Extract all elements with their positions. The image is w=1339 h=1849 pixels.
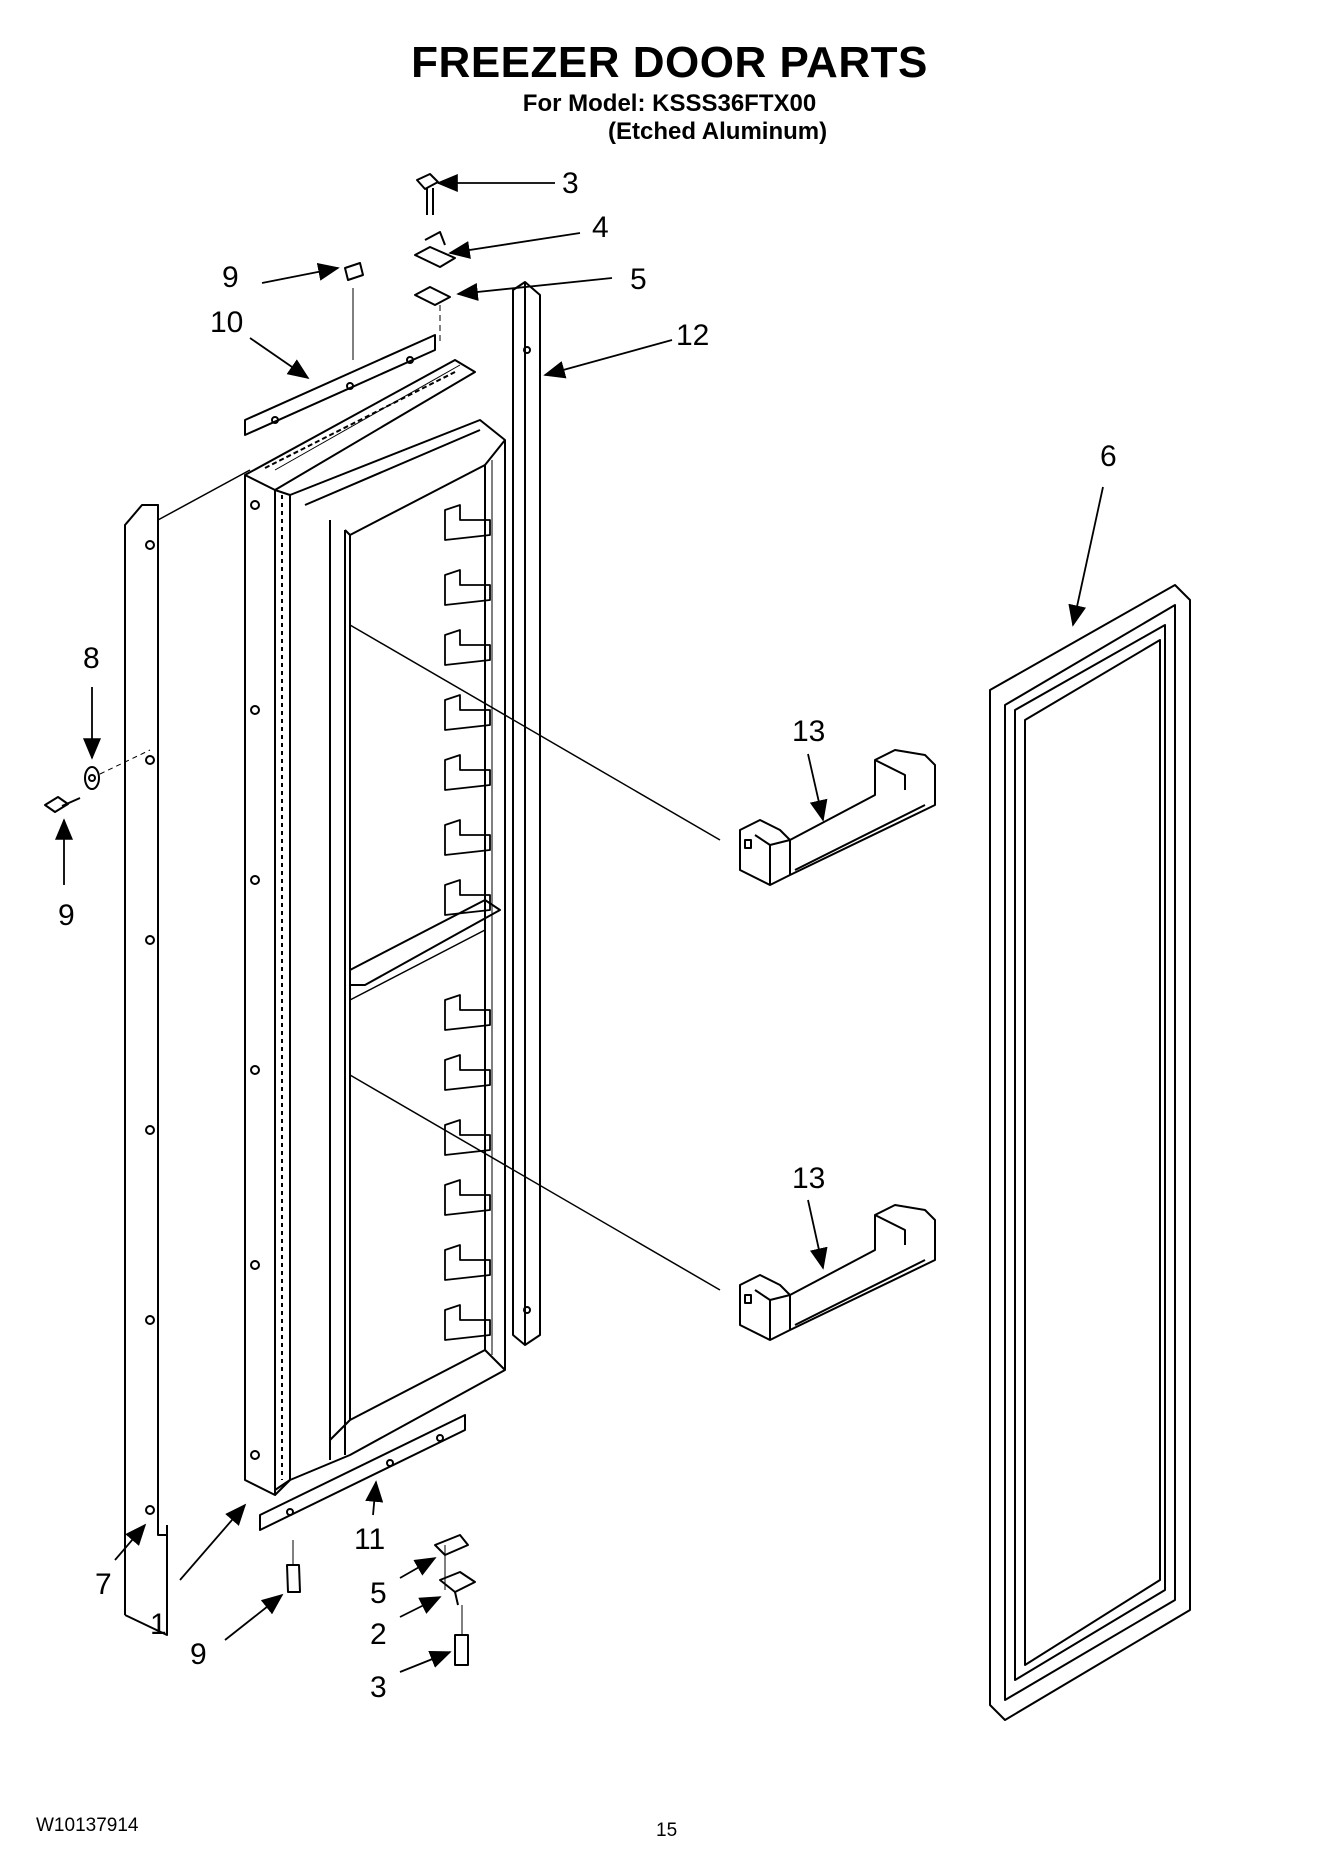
callout-8: 8 (83, 642, 100, 675)
finish-label: (Etched Aluminum) (608, 118, 828, 145)
top-hinge-hardware (344, 173, 456, 360)
callout-10: 10 (210, 306, 243, 339)
page-title: FREEZER DOOR PARTS (411, 38, 928, 87)
callout-9-bottom: 9 (190, 1638, 207, 1671)
outer-door-panel-part (989, 584, 1191, 1721)
model-number: For Model: KSSS36FTX00 (522, 90, 817, 117)
bottom-bracket-part (259, 1414, 466, 1531)
callout-1: 1 (150, 1608, 167, 1641)
callout-4: 4 (592, 211, 609, 244)
callout-3-top: 3 (562, 167, 579, 200)
door-bin-lower-part (739, 1204, 936, 1341)
side-panel-part (124, 469, 251, 1636)
left-screw-washer (44, 749, 151, 813)
callout-9-top: 9 (222, 261, 239, 294)
callout-12: 12 (676, 319, 709, 352)
callout-13-upper: 13 (792, 715, 825, 748)
callout-2: 2 (370, 1618, 387, 1651)
callout-6: 6 (1100, 440, 1117, 473)
callout-5-bottom: 5 (370, 1577, 387, 1610)
document-number: W10137914 (36, 1815, 139, 1836)
bottom-hinge-hardware (286, 1534, 476, 1666)
callout-9-left: 9 (58, 899, 75, 932)
callout-13-lower: 13 (792, 1162, 825, 1195)
callout-5-top: 5 (630, 263, 647, 296)
callout-7: 7 (95, 1568, 112, 1601)
door-trim-part (512, 281, 541, 1346)
top-hinge-bracket-part (244, 334, 436, 436)
callout-3-bottom: 3 (370, 1671, 387, 1704)
page-number: 15 (656, 1820, 678, 1841)
door-liner-part (244, 359, 506, 1496)
door-bin-upper-part (739, 749, 936, 886)
callout-11: 11 (354, 1523, 385, 1556)
